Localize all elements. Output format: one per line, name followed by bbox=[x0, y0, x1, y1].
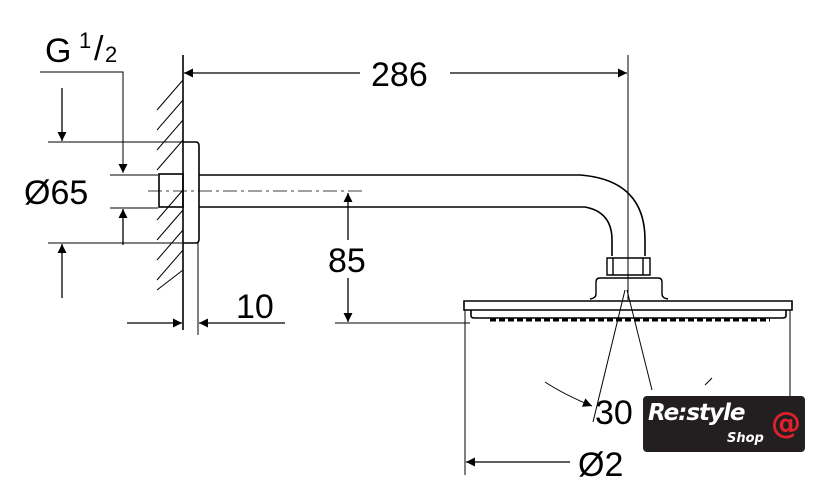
wall-hatching bbox=[156, 79, 184, 291]
logo-text: Re:style bbox=[648, 400, 746, 426]
thread-leader bbox=[40, 71, 128, 173]
flange-diameter-label: Ø65 bbox=[24, 174, 88, 212]
thread-slash: / bbox=[94, 30, 104, 68]
wall-flange bbox=[183, 141, 200, 244]
thread-label: G bbox=[45, 32, 71, 70]
head-base bbox=[589, 277, 669, 300]
flange-depth-label: 10 bbox=[236, 288, 274, 326]
drop-height-label: 85 bbox=[328, 242, 366, 280]
head-nut bbox=[606, 257, 651, 276]
inlet-fitting bbox=[158, 173, 184, 208]
shower-head-plate bbox=[463, 300, 793, 319]
cart-at-icon: @ bbox=[771, 406, 801, 441]
shower-arm bbox=[199, 174, 646, 256]
logo-sub: Shop bbox=[727, 431, 764, 446]
angle-arc-arrow bbox=[544, 381, 593, 407]
thread-denominator: 2 bbox=[105, 42, 117, 67]
angle-label: 30 bbox=[595, 394, 633, 432]
head-diameter-label: Ø2 bbox=[578, 446, 623, 484]
thread-numerator: 1 bbox=[79, 28, 91, 53]
restyle-shop-logo: Re:style Shop @ bbox=[643, 396, 805, 452]
arm-length-label: 286 bbox=[371, 56, 428, 94]
